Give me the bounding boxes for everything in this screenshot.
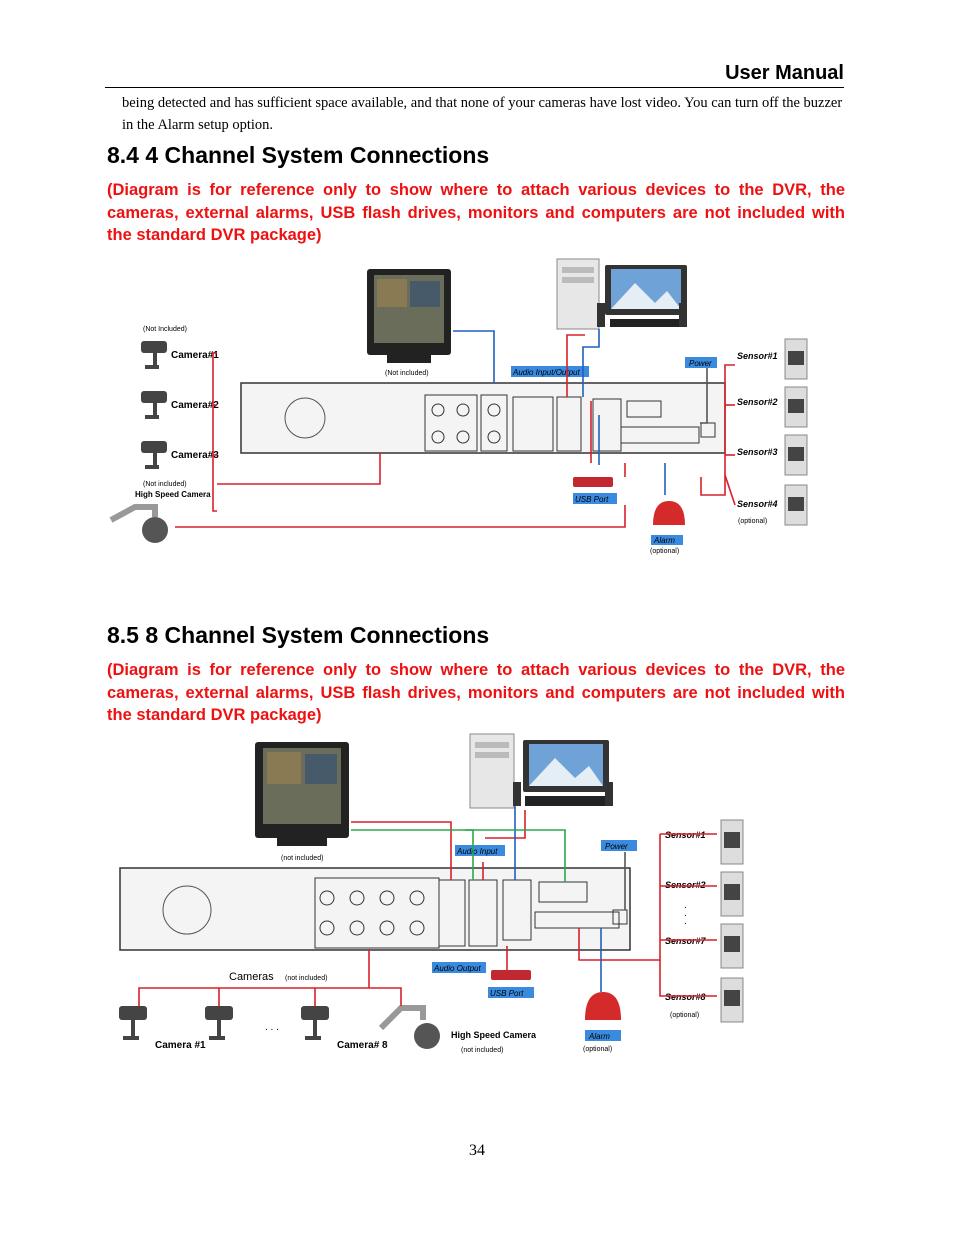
cameras-label: Cameras	[229, 971, 274, 983]
speed-camera-not-included-label: (not included)	[461, 1047, 503, 1054]
usb-badge	[573, 493, 617, 504]
section-heading-4ch: 8.4 4 Channel System Connections	[107, 142, 490, 168]
section-note-4ch: (Diagram is for reference only to show w…	[107, 181, 845, 244]
camera1-icon	[119, 1006, 147, 1040]
computer-icon	[556, 258, 687, 330]
audio-output-badge	[432, 962, 486, 973]
camera2-label: Camera#2	[171, 400, 219, 411]
sensor4-label: Sensor#4	[737, 499, 778, 509]
alarm-label: Alarm	[653, 536, 675, 545]
monitor-not-included-label: (Not included)	[385, 370, 429, 377]
sensor2-label: Sensor#2	[737, 397, 778, 407]
alarm-optional-label: (optional)	[650, 548, 679, 555]
monitor-not-included-label: (not included)	[281, 855, 323, 862]
alarm-label: Alarm	[588, 1032, 610, 1041]
camera8-icon	[301, 1006, 329, 1040]
alarm-badge	[585, 1030, 621, 1041]
camera8-label: Camera# 8	[337, 1040, 388, 1051]
sensor1-label: Sensor#1	[737, 351, 778, 361]
audio-io-badge	[511, 366, 589, 377]
camera2-icon	[141, 391, 167, 419]
alarm-icon	[653, 501, 685, 525]
section-heading-8ch: 8.5 8 Channel System Connections	[107, 622, 490, 648]
sensor-ellipsis-2: .	[684, 908, 687, 919]
alarm-optional-label: (optional)	[583, 1046, 612, 1053]
camera1-icon	[141, 341, 167, 369]
diagram-4-channel: (Not included) (Not Included) Camera#1 C…	[109, 258, 808, 555]
wires	[175, 329, 736, 528]
alarm-icon	[585, 992, 621, 1020]
cameras-not-included-label: (not included)	[285, 975, 327, 982]
monitor-icon	[255, 742, 349, 846]
power-badge	[601, 840, 637, 851]
audio-output-label: Audio Output	[433, 964, 481, 973]
speed-camera-icon	[378, 1005, 440, 1049]
diagram-8-channel: (not included) Cameras (not included)	[119, 733, 744, 1054]
header-title: User Manual	[725, 62, 844, 84]
header-divider	[105, 87, 844, 88]
usb-badge	[488, 987, 534, 998]
camera3-label: Camera#3	[171, 450, 219, 461]
camera3-icon	[141, 441, 167, 469]
power-label: Power	[689, 359, 712, 368]
camera2-icon	[205, 1006, 233, 1040]
page-number: 34	[469, 1142, 485, 1159]
sensor-icon	[784, 338, 808, 526]
monitor-icon	[367, 269, 451, 363]
sensor-optional-label: (optional)	[670, 1012, 699, 1019]
sensor8-label: Sensor#8	[665, 992, 706, 1002]
intro-paragraph: being detected and has sufficient space …	[122, 95, 843, 133]
audio-input-label: Audio Input	[456, 847, 498, 856]
audio-io-label: Audio Input/Output	[512, 368, 580, 377]
dvr-device	[240, 382, 726, 454]
speed-camera-label: High Speed Camera	[451, 1030, 537, 1040]
sensor3-label: Sensor#3	[737, 447, 778, 457]
sensor7-label: Sensor#7	[665, 936, 707, 946]
power-badge	[685, 357, 717, 368]
speed-camera-label: High Speed Camera	[135, 490, 211, 499]
camera-ellipsis: . . .	[265, 1022, 279, 1033]
usb-label: USB Port	[490, 989, 524, 998]
sensor-ellipsis-3: .	[684, 916, 687, 927]
power-label: Power	[605, 842, 628, 851]
wires	[138, 806, 717, 1006]
usb-label: USB Port	[575, 495, 609, 504]
section-note-8ch: (Diagram is for reference only to show w…	[107, 661, 845, 724]
audio-input-badge	[455, 845, 505, 856]
usb-drive-icon	[573, 477, 613, 487]
speed-camera-icon	[109, 504, 168, 543]
cameras-not-included-label: (Not Included)	[143, 326, 187, 333]
computer-icon	[469, 733, 613, 809]
alarm-badge	[651, 535, 683, 545]
usb-drive-icon	[491, 970, 531, 980]
camera1-label: Camera#1	[171, 350, 219, 361]
sensor-optional-label: (optional)	[738, 518, 767, 525]
dvr-device	[119, 867, 631, 951]
speed-camera-not-included-label: (Not included)	[143, 481, 187, 488]
sensor-ellipsis: .	[684, 900, 687, 911]
sensor2-label: Sensor#2	[665, 880, 706, 890]
sensor-icon	[720, 819, 744, 1023]
sensor1-label: Sensor#1	[665, 830, 706, 840]
camera1-label: Camera #1	[155, 1040, 206, 1051]
